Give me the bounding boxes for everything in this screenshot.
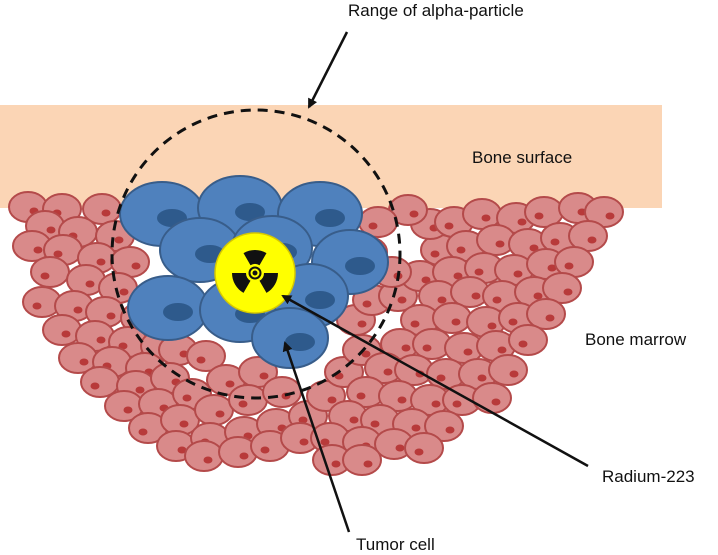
marrow-cell xyxy=(472,382,512,414)
marrow-cell xyxy=(42,314,82,346)
marrow-cell xyxy=(526,298,566,330)
marrow-cell xyxy=(424,410,464,442)
bone-surface-label: Bone surface xyxy=(472,148,572,167)
radium-223-source xyxy=(214,232,296,314)
marrow-cell xyxy=(584,196,624,228)
marrow-cell xyxy=(462,198,502,230)
radium-arrow xyxy=(281,294,589,468)
marrow-cell xyxy=(262,376,302,408)
tumor-label: Tumor cell xyxy=(356,535,435,554)
range-label: Range of alpha-particle xyxy=(348,1,524,20)
alpha-range-circle xyxy=(110,108,402,400)
marrow-cell xyxy=(186,340,226,372)
marrow-cell xyxy=(184,440,224,472)
marrow-cell xyxy=(194,394,234,426)
bone-marrow-label: Bone marrow xyxy=(585,330,687,349)
marrow-cell xyxy=(466,306,506,338)
marrow-cell xyxy=(30,256,70,288)
tumor-cell xyxy=(127,275,209,341)
marrow-cell xyxy=(542,272,582,304)
radiation-icon xyxy=(232,250,278,293)
marrow-cell xyxy=(524,196,564,228)
marrow-cell xyxy=(342,444,382,476)
marrow-cell xyxy=(488,354,528,386)
marrow-cell xyxy=(228,384,268,416)
marrow-cell xyxy=(432,302,472,334)
marrow-cell xyxy=(22,286,62,318)
tumor-arrow xyxy=(282,341,351,533)
range-arrow xyxy=(307,31,349,109)
radium-label: Radium-223 xyxy=(602,467,695,486)
marrow-cell xyxy=(80,366,120,398)
tumor-cell xyxy=(251,307,329,369)
marrow-cell xyxy=(404,432,444,464)
marrow-cell xyxy=(508,324,548,356)
